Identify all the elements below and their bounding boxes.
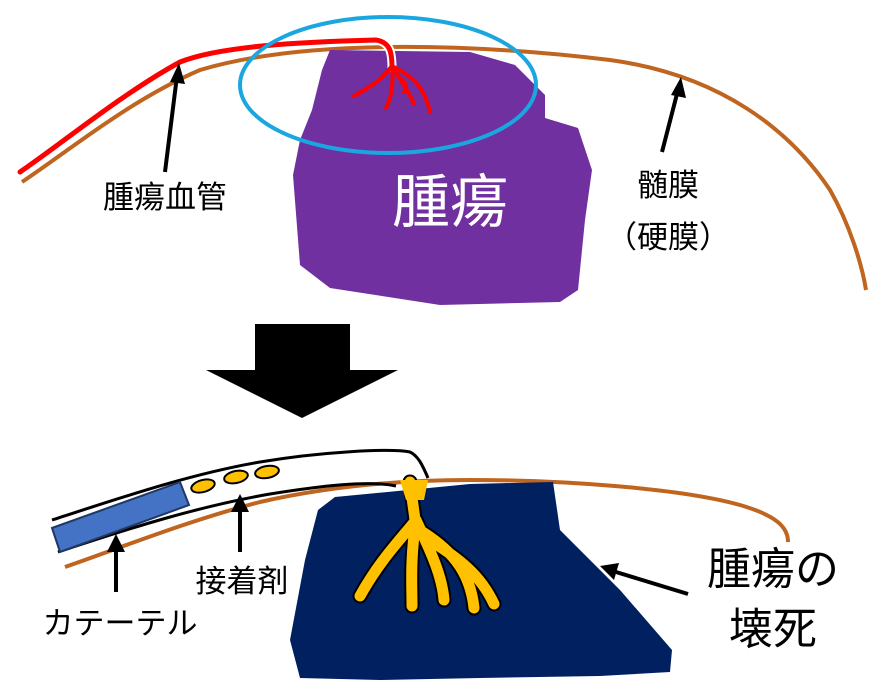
dura-label-line2: （硬膜） [606,220,730,256]
necrosis-label-line2: 壊死 [729,604,817,655]
before-panel: 腫瘍 腫瘍血管 髄膜 （硬膜） [15,15,868,305]
adhesive-label: 接着剤 [196,564,289,600]
dura-arrow [660,77,686,153]
tumor-vessel-label: 腫瘍血管 [103,180,227,216]
tumor-vessel [15,35,432,177]
adhesive-cast-vessels [352,474,502,616]
tumor-shape [293,50,592,305]
vessel-highlight-ellipse [238,15,538,155]
dura-membrane-bottom [64,477,790,569]
catheter-label: カテーテル [43,606,198,642]
necrosis-label-line1: 腫瘍の [707,544,839,595]
dura-membrane-top [20,44,868,291]
dura-label-line1: 髄膜 [637,168,699,204]
catheter-tube-upper [51,448,430,522]
catheter-arrow [107,534,125,592]
necrosis-arrow [600,563,689,596]
transition-down-arrow [206,324,398,418]
adhesive-droplets [190,464,280,494]
adhesive-arrow [231,494,249,552]
catheter-tube-lower [57,482,397,554]
tumor-label: 腫瘍 [392,168,508,236]
after-panel: カテーテル 接着剤 腫瘍の 壊死 [43,448,839,680]
tumor-vessel-arrow [163,63,185,173]
catheter-tip [50,480,191,554]
